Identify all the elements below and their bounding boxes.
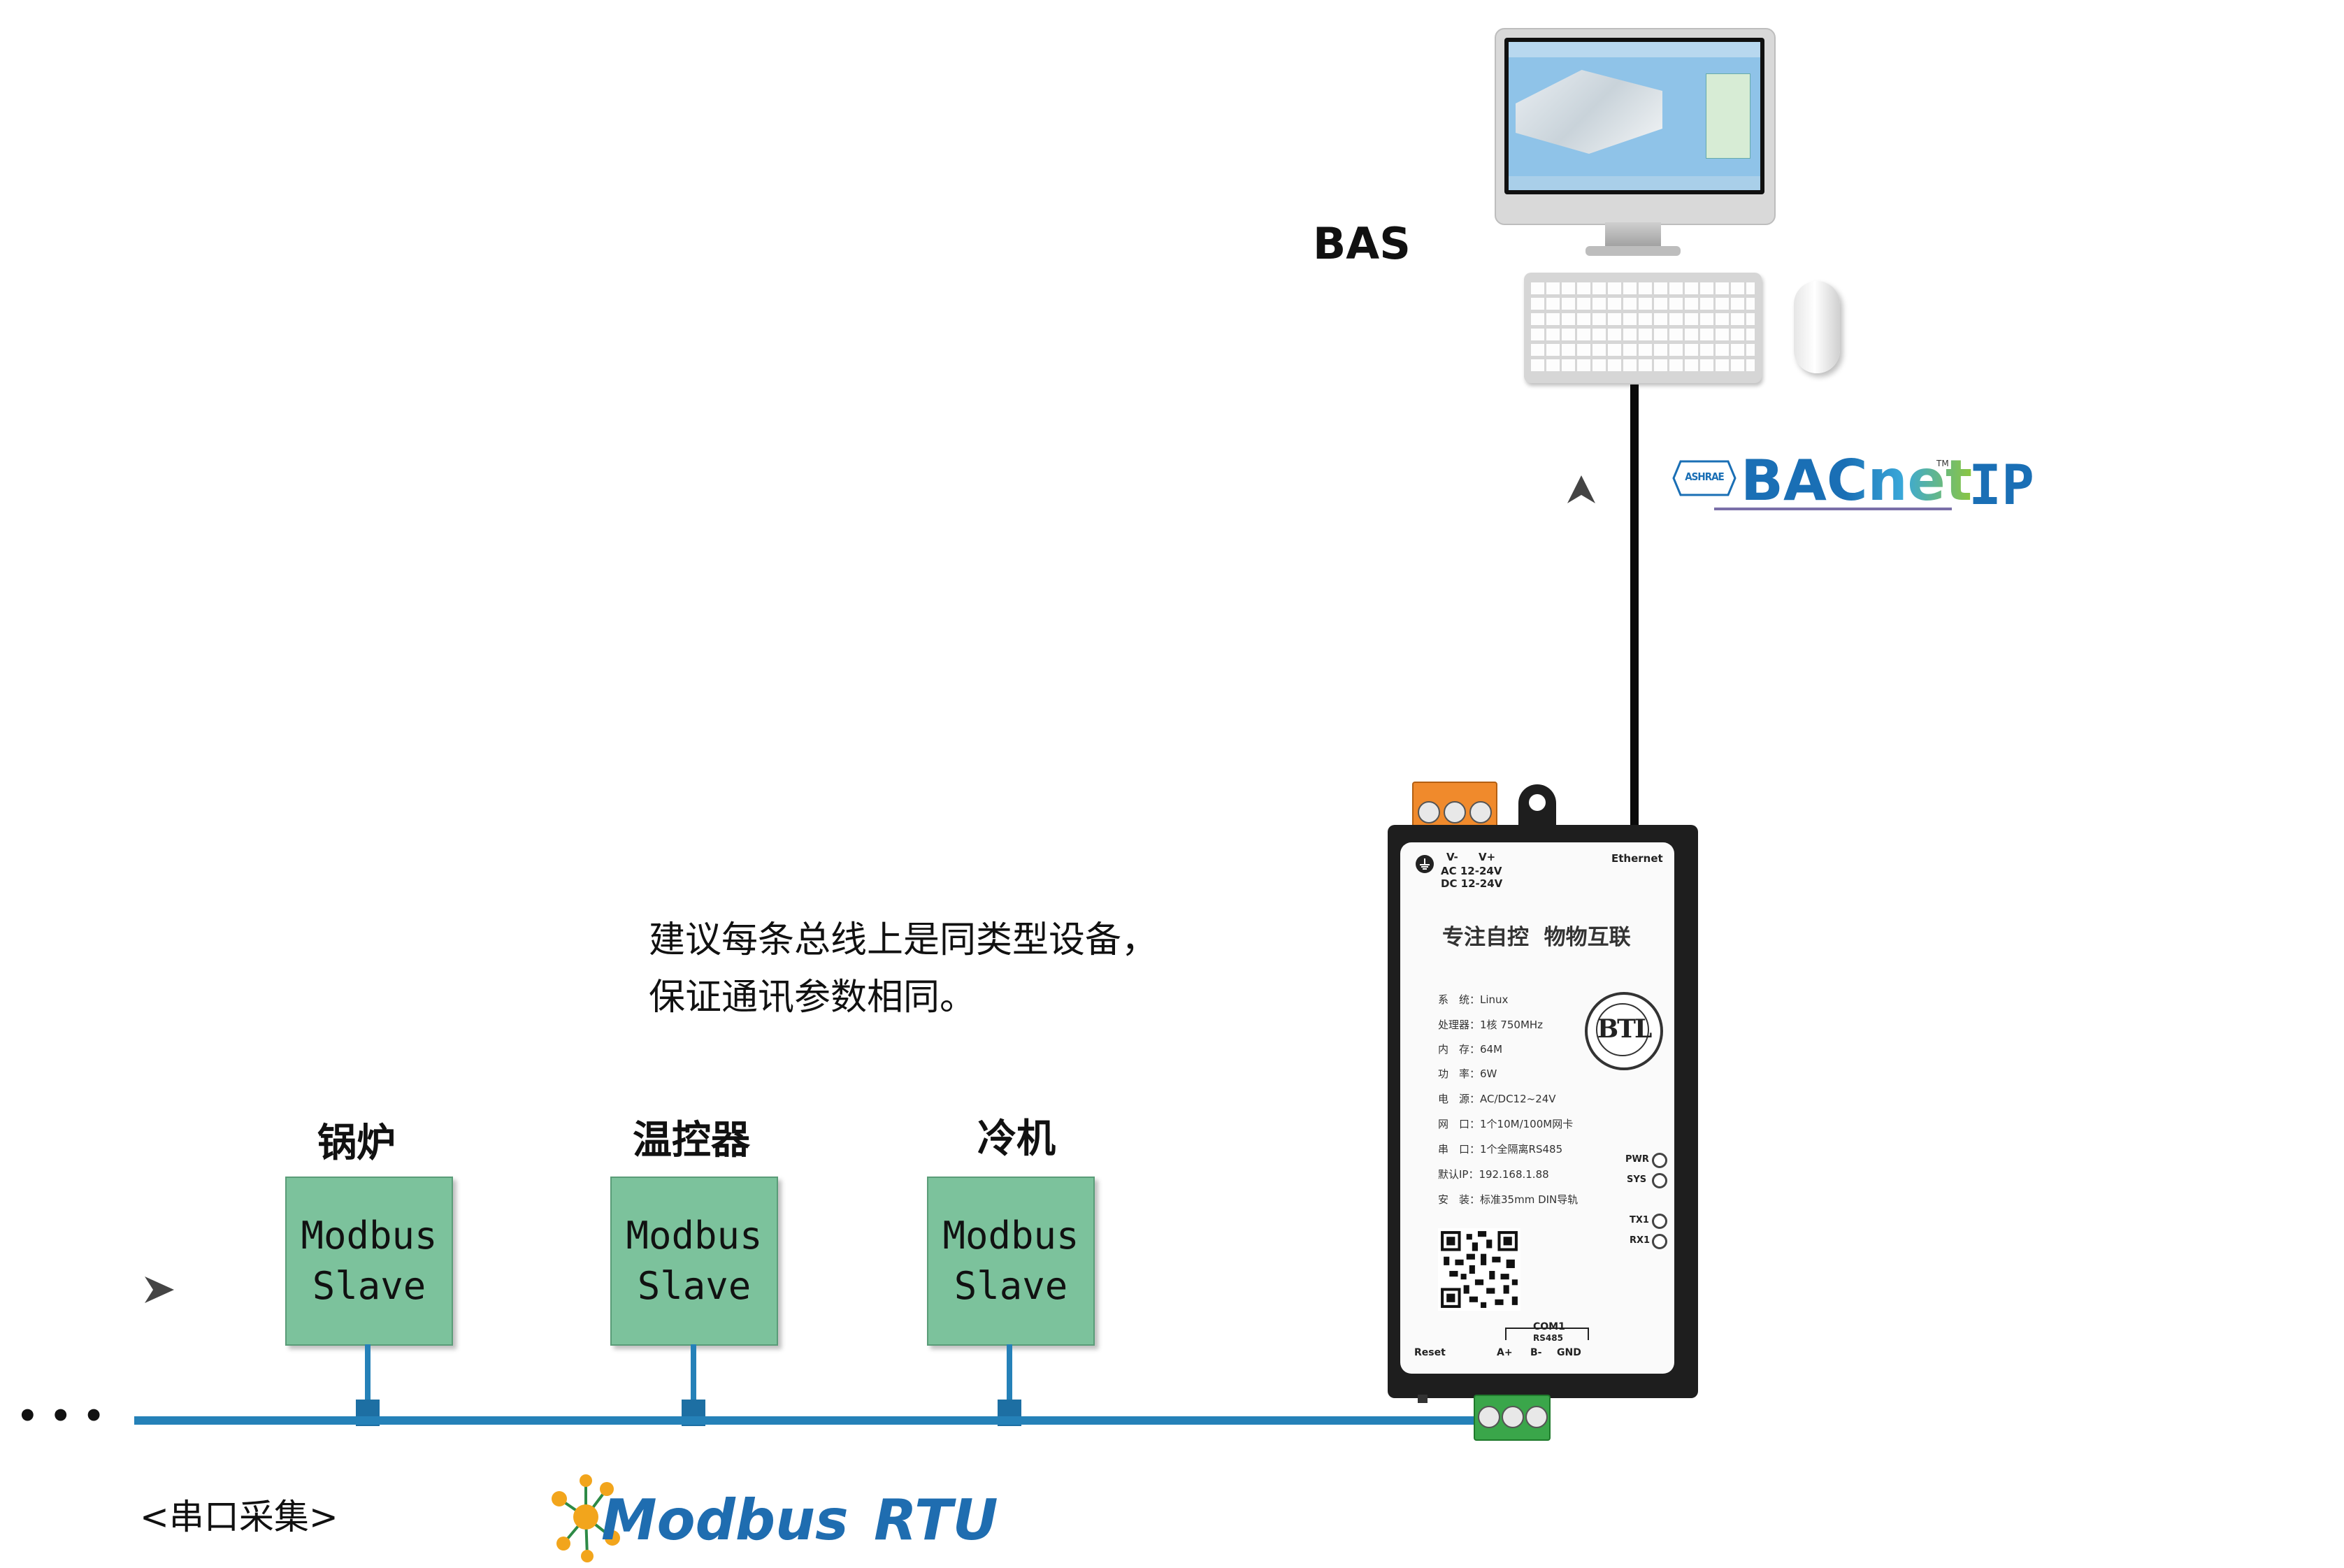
qr-code-icon xyxy=(1438,1228,1520,1311)
right-arrow-icon xyxy=(145,1276,174,1303)
slave-box-boiler: Modbus Slave xyxy=(285,1177,453,1346)
terminal-label-gnd: GND xyxy=(1557,1347,1581,1358)
bas-label: BAS xyxy=(1313,218,1411,269)
bus-continuation-ellipsis: • • • xyxy=(17,1397,105,1436)
monitor-bezel xyxy=(1504,38,1764,194)
serial-collection-label: <串口采集> xyxy=(140,1497,338,1537)
slave-protocol: Modbus xyxy=(626,1214,763,1258)
spec-line: 系 统：Linux xyxy=(1438,993,1509,1006)
bus-tap-chiller xyxy=(1007,1344,1012,1406)
gateway-slogan: 专注自控 物物互联 xyxy=(1442,925,1631,950)
screen-building-model xyxy=(1516,70,1662,154)
spec-line: 安 装：标准35mm DIN导轨 xyxy=(1438,1193,1579,1206)
slave-box-thermostat: Modbus Slave xyxy=(610,1177,778,1346)
btl-seal: BTL xyxy=(1585,992,1663,1070)
ethernet-cable xyxy=(1630,384,1639,832)
device-name-chiller: 冷机 xyxy=(977,1116,1056,1162)
modbus-word: Modbus xyxy=(601,1488,849,1553)
slave-protocol: Modbus xyxy=(301,1214,438,1258)
reset-label: Reset xyxy=(1414,1347,1446,1358)
bus-tap-thermostat xyxy=(691,1344,696,1406)
led-label-tx1: TX1 xyxy=(1630,1215,1649,1225)
spec-line: 电 源：AC/DC12~24V xyxy=(1438,1093,1556,1105)
gateway-front-panel: V- V+ AC 12-24V DC 12-24V Ethernet 专注自控 … xyxy=(1400,842,1674,1374)
keyboard xyxy=(1524,273,1762,383)
rs485-terminal-block xyxy=(1474,1395,1551,1441)
keyboard-keys xyxy=(1531,282,1755,375)
slave-role: Slave xyxy=(954,1264,1068,1308)
terminal-screw xyxy=(1525,1406,1548,1428)
mouse xyxy=(1794,281,1840,373)
spec-line: 处理器：1核 750MHz xyxy=(1438,1019,1544,1031)
led-label-pwr: PWR xyxy=(1625,1154,1649,1165)
device-name-boiler: 锅炉 xyxy=(317,1121,396,1166)
screen-side-panel xyxy=(1706,73,1750,159)
terminal-screw xyxy=(1478,1406,1500,1428)
spec-line: 网 口：1个10M/100M网卡 xyxy=(1438,1118,1574,1130)
screen-footer xyxy=(1509,176,1760,190)
com1-bracket xyxy=(1505,1328,1589,1340)
dc-rating: DC 12-24V xyxy=(1441,877,1503,890)
com1-label: COM1 xyxy=(1533,1321,1565,1332)
bus-tap-boiler xyxy=(365,1344,371,1406)
terminal-screw xyxy=(1502,1406,1524,1428)
led-rx1 xyxy=(1652,1234,1667,1249)
monitor-screen xyxy=(1509,42,1760,190)
terminal-screw xyxy=(1444,801,1466,823)
up-arrow-icon xyxy=(1567,475,1595,503)
note-line-2: 保证通讯参数相同。 xyxy=(649,977,977,1019)
led-label-sys: SYS xyxy=(1627,1174,1647,1185)
screen-header xyxy=(1509,42,1760,57)
bacnet-word: BACnet xyxy=(1741,448,1973,513)
terminal-label-a: A+ xyxy=(1497,1347,1513,1358)
reset-button[interactable] xyxy=(1418,1395,1428,1403)
monitor-neck xyxy=(1605,222,1661,250)
led-label-rx1: RX1 xyxy=(1630,1235,1651,1246)
modbus-rtu: RTU xyxy=(874,1488,998,1553)
ac-rating: AC 12-24V xyxy=(1441,865,1502,877)
ground-icon xyxy=(1416,855,1434,873)
monitor-foot xyxy=(1586,246,1681,256)
btl-seal-inner xyxy=(1596,1003,1649,1056)
led-tx1 xyxy=(1652,1214,1667,1229)
mounting-hole xyxy=(1529,794,1546,811)
terminal-screw xyxy=(1418,801,1440,823)
modbus-molecule-icon xyxy=(552,1474,620,1562)
mounting-tab xyxy=(1518,784,1556,828)
note-line-1: 建议每条总线上是同类型设备， xyxy=(649,919,1158,961)
rs485-bus-line xyxy=(134,1416,1483,1425)
ethernet-label: Ethernet xyxy=(1611,852,1663,865)
device-name-thermostat: 温控器 xyxy=(633,1118,750,1163)
terminal-screw xyxy=(1469,801,1492,823)
spec-line: 功 率：6W xyxy=(1438,1067,1497,1080)
bacnet-tm: TM xyxy=(1936,459,1949,468)
slave-box-chiller: Modbus Slave xyxy=(927,1177,1095,1346)
spec-line: 串 口：1个全隔离RS485 xyxy=(1438,1143,1563,1156)
monitor xyxy=(1495,28,1776,225)
bacnet-logo: ASHRAE BACnet TM IP xyxy=(1672,447,2036,524)
ashrae-badge-icon xyxy=(1672,460,1737,496)
spec-line: 内 存：64M xyxy=(1438,1043,1503,1056)
bacnet-suffix: IP xyxy=(1969,454,2034,517)
power-label-vminus: V- xyxy=(1446,851,1458,863)
terminal-label-b: B- xyxy=(1530,1347,1542,1358)
power-terminal-block xyxy=(1412,782,1497,830)
btl-text: BTL xyxy=(1597,1014,1653,1044)
led-sys xyxy=(1652,1173,1667,1188)
led-pwr xyxy=(1652,1153,1667,1168)
bacnet-underline xyxy=(1714,508,1952,510)
slave-role: Slave xyxy=(637,1264,752,1308)
power-label-vplus: V+ xyxy=(1479,851,1496,863)
slave-role: Slave xyxy=(312,1264,426,1308)
slave-protocol: Modbus xyxy=(942,1214,1079,1258)
ashrae-text: ASHRAE xyxy=(1685,470,1725,483)
spec-line: 默认IP：192.168.1.88 xyxy=(1438,1168,1549,1181)
rs485-label: RS485 xyxy=(1533,1333,1563,1343)
